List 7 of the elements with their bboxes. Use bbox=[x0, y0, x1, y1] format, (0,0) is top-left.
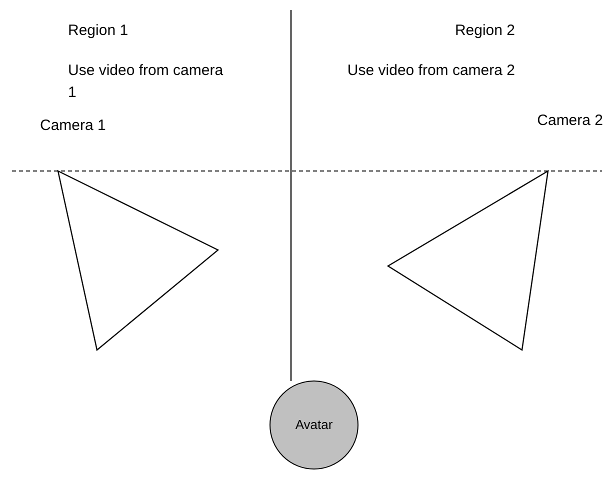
region-label: Region 1 bbox=[68, 21, 130, 41]
instruction-text: Use video from camera 1 bbox=[68, 61, 224, 103]
region-label: Region 2 bbox=[454, 21, 515, 41]
camera-label: Camera 2 bbox=[536, 111, 603, 131]
camera-label: Camera 1 bbox=[40, 116, 106, 136]
instruction-text: Use video from camera 2 bbox=[346, 61, 515, 81]
avatar-label: Avatar bbox=[294, 416, 334, 434]
